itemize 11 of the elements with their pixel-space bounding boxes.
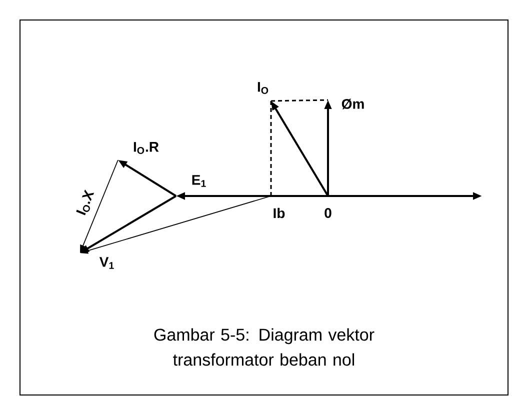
- projection-line: [270, 101, 272, 196]
- vector-label: Ib: [274, 208, 285, 218]
- edge-label: I$_{O}$.X: [76, 189, 94, 216]
- figure-caption: Gambar 5-5: Diagram vektor transformator beban nol: [154, 328, 374, 366]
- vector-label: I$_{O}$: [258, 82, 268, 94]
- vector-label: I$_{O}$.R: [134, 142, 159, 154]
- projection-line: [271, 99, 328, 102]
- vector-label: Øm: [342, 98, 364, 110]
- vector-label: 0: [324, 208, 332, 218]
- vector-label: V$_{1}$: [99, 257, 114, 269]
- vector-label: E$_{1}$: [192, 175, 206, 187]
